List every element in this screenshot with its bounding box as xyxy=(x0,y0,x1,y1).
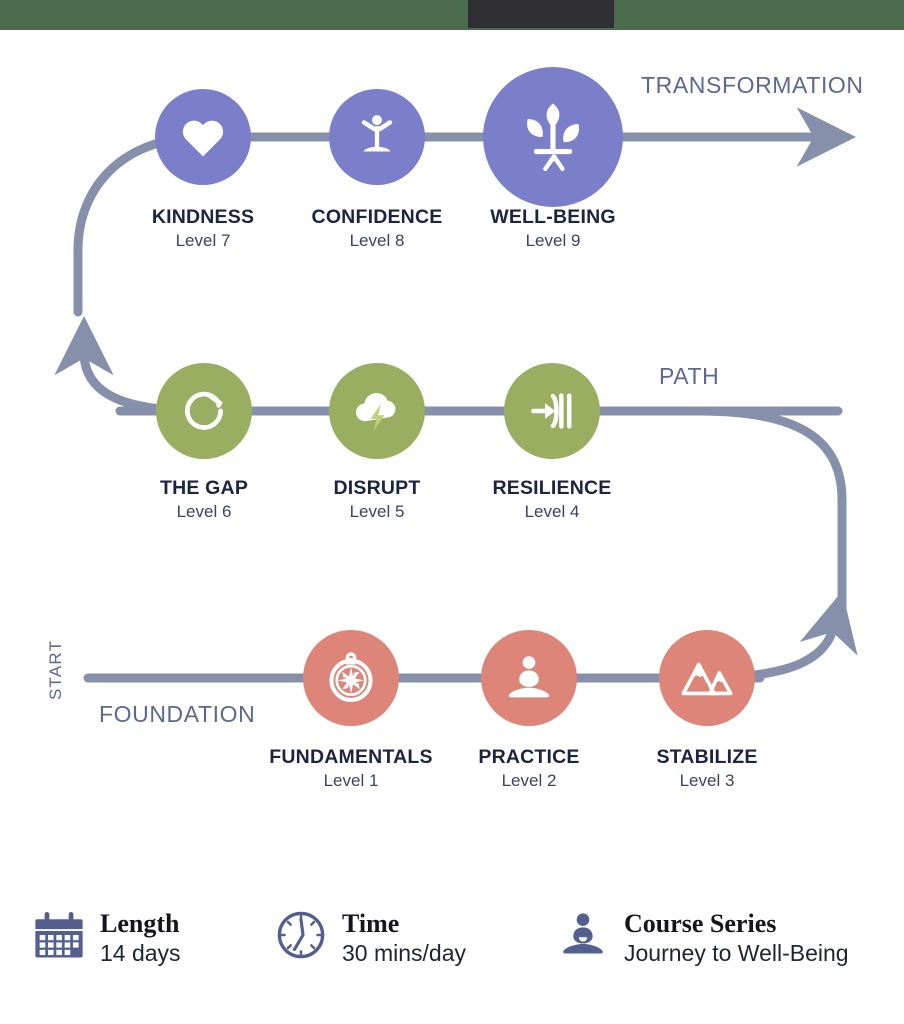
person-arms-raised-icon xyxy=(351,111,403,163)
node-level: Level 5 xyxy=(349,501,405,521)
node-stabilize[interactable] xyxy=(659,630,755,726)
phase-label-start: START xyxy=(46,639,65,700)
meta-heading: Time xyxy=(342,908,400,938)
meta-course-series: Course Series Journey to Well-Being xyxy=(556,908,849,967)
caption-practice: PRACTICE Level 2 xyxy=(414,746,644,790)
meta-heading: Course Series xyxy=(624,908,777,938)
phase-label-path: PATH xyxy=(659,363,720,389)
calendar-icon xyxy=(32,908,86,967)
meta-value: Journey to Well-Being xyxy=(624,939,849,966)
caption-stabilize: STABILIZE Level 3 xyxy=(592,746,822,790)
node-level: Level 1 xyxy=(323,770,379,790)
node-well-being[interactable] xyxy=(483,67,623,207)
meta-value: 14 days xyxy=(100,939,181,966)
node-title: PRACTICE xyxy=(478,746,580,768)
caption-disrupt: DISRUPT Level 5 xyxy=(262,477,492,521)
meditating-person-icon xyxy=(556,908,610,967)
caption-confidence: CONFIDENCE Level 8 xyxy=(262,206,492,250)
meditating-person-icon xyxy=(501,650,557,706)
clock-icon xyxy=(274,908,328,967)
cropped-person-photo xyxy=(468,0,614,28)
meta-time: Time 30 mins/day xyxy=(274,908,466,967)
arrow-through-barriers-icon xyxy=(524,383,580,439)
node-title: DISRUPT xyxy=(333,477,421,499)
node-kindness[interactable] xyxy=(155,89,251,185)
node-disrupt[interactable] xyxy=(329,363,425,459)
node-title: WELL-BEING xyxy=(490,206,616,228)
top-green-band xyxy=(0,0,904,30)
plant-sprout-icon xyxy=(512,96,594,178)
node-title: THE GAP xyxy=(159,477,249,499)
caption-fundamentals: FUNDAMENTALS Level 1 xyxy=(236,746,466,790)
meta-length: Length 14 days xyxy=(32,908,181,967)
curve-right-upper xyxy=(695,406,847,617)
node-the-gap[interactable] xyxy=(156,363,252,459)
meta-value: 30 mins/day xyxy=(342,939,467,966)
node-level: Level 9 xyxy=(525,230,581,250)
phase-label-transformation: TRANSFORMATION xyxy=(641,72,864,98)
meta-heading: Length xyxy=(100,908,180,938)
node-level: Level 6 xyxy=(176,501,232,521)
node-confidence[interactable] xyxy=(329,89,425,185)
node-title: RESILIENCE xyxy=(492,477,612,499)
node-fundamentals[interactable] xyxy=(303,630,399,726)
node-practice[interactable] xyxy=(481,630,577,726)
node-title: KINDNESS xyxy=(151,206,255,228)
phase-label-foundation: FOUNDATION xyxy=(99,701,256,727)
caption-well-being: WELL-BEING Level 9 xyxy=(438,206,668,250)
node-title: CONFIDENCE xyxy=(311,206,443,228)
node-title: STABILIZE xyxy=(656,746,758,768)
node-title: FUNDAMENTALS xyxy=(269,746,433,768)
caption-resilience: RESILIENCE Level 4 xyxy=(437,477,667,521)
caption-kindness: KINDNESS Level 7 xyxy=(88,206,318,250)
node-level: Level 7 xyxy=(175,230,231,250)
node-level: Level 4 xyxy=(524,501,580,521)
node-level: Level 3 xyxy=(679,770,735,790)
node-level: Level 2 xyxy=(501,770,557,790)
heart-icon xyxy=(178,112,228,162)
node-resilience[interactable] xyxy=(504,363,600,459)
circular-arrow-icon xyxy=(177,384,231,438)
compass-icon xyxy=(322,649,380,707)
storm-cloud-lightning-icon xyxy=(349,383,405,439)
mountains-icon xyxy=(678,649,736,707)
caption-the-gap: THE GAP Level 6 xyxy=(89,477,319,521)
node-level: Level 8 xyxy=(349,230,405,250)
